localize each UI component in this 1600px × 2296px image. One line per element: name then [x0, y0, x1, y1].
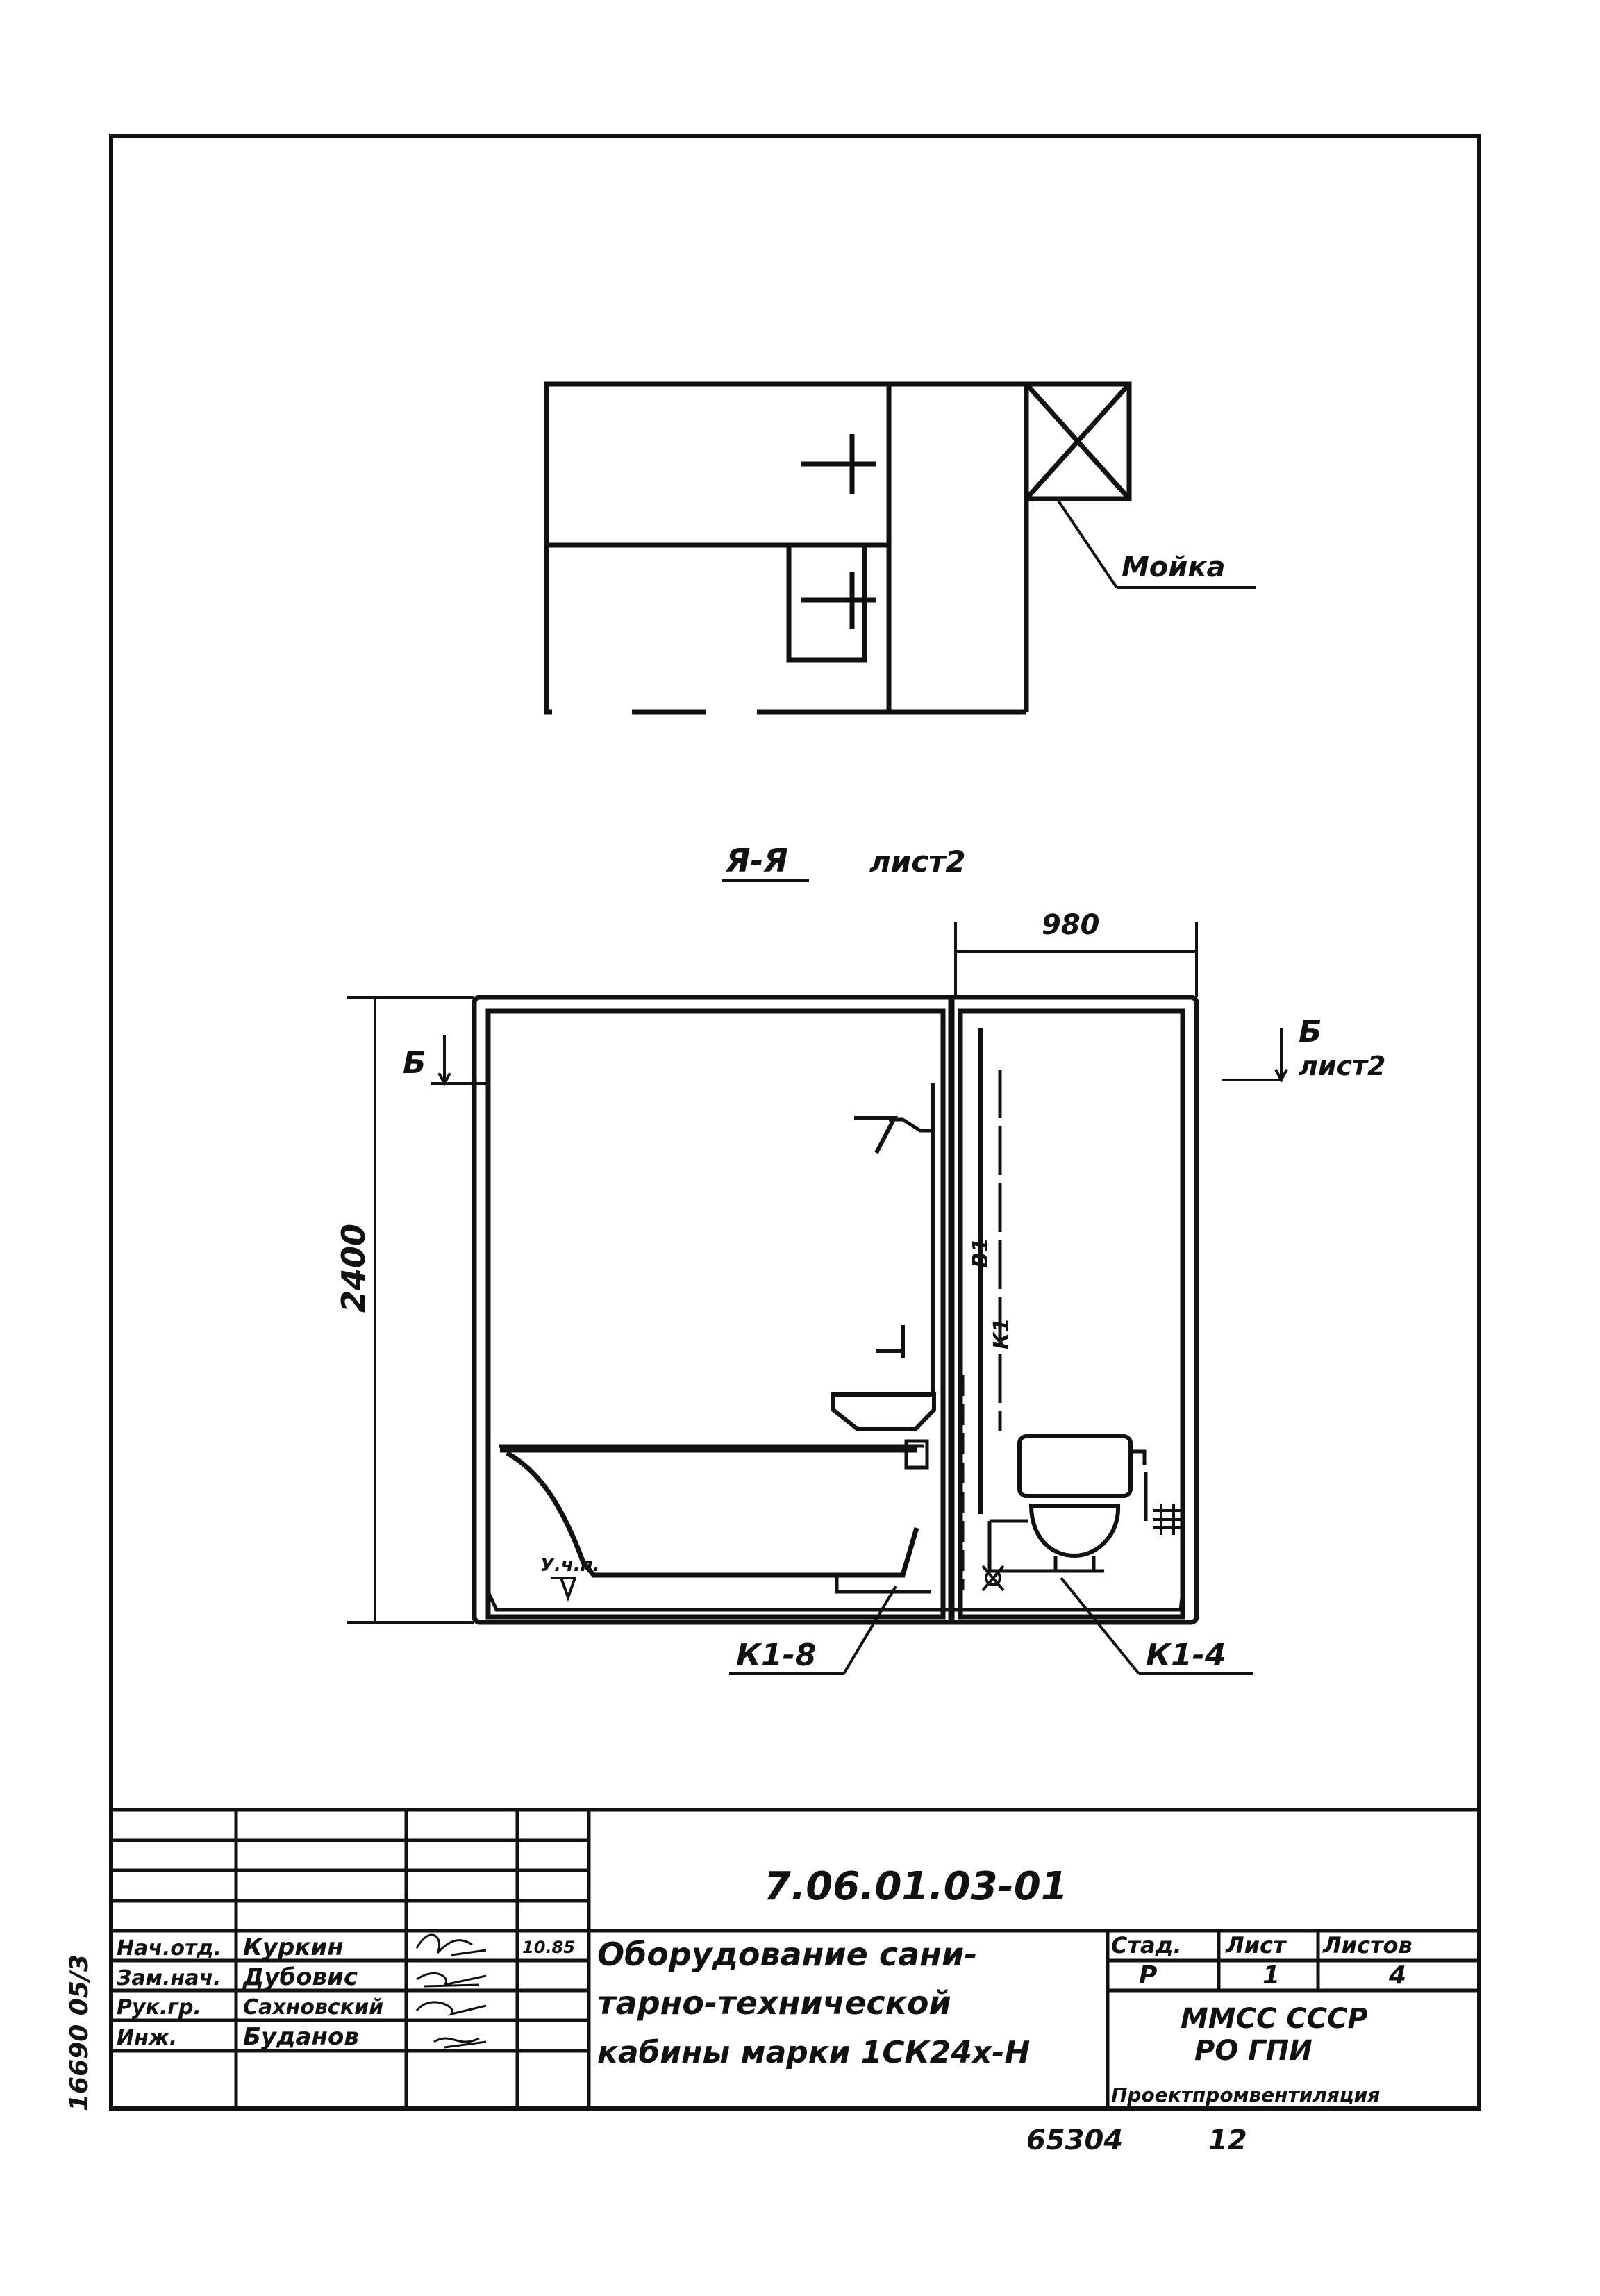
dim-height-label: 2400	[335, 1224, 372, 1313]
stage-label: Стад.	[1111, 1932, 1182, 1958]
title-line-3: кабины марки 1СК24х-Н	[597, 2035, 1030, 2070]
role-3: Рук.гр.	[117, 1995, 201, 2020]
title-line-2: тарно-технической	[597, 1984, 951, 2022]
doc-code: 7.06.01.03-01	[764, 1864, 1068, 1909]
plan-view	[544, 381, 1256, 715]
callout-k1-4: К1-4	[1146, 1638, 1226, 1673]
dim-width-label: 980	[1042, 909, 1100, 941]
toilet-compartment	[958, 1008, 1185, 1620]
drawing-frame	[109, 134, 1481, 2111]
cut-right-sheet: лист2	[1299, 1051, 1385, 1081]
role-4: Инж.	[117, 2026, 177, 2050]
name-1: Куркин	[243, 1933, 344, 1961]
title-line-1: Оборудование сани-	[597, 1936, 977, 1973]
plan-sink-box	[1024, 381, 1132, 501]
cut-left-letter: Б	[403, 1045, 426, 1081]
org-line-1: ММСС СССР	[1181, 2003, 1368, 2035]
sheet-value: 1	[1262, 1961, 1280, 1990]
name-4: Буданов	[243, 2023, 359, 2051]
dimension-lines	[347, 922, 1288, 1624]
washbasin	[831, 1392, 936, 1431]
role-1: Нач.отд.	[117, 1936, 222, 1961]
toilet-bowl	[1028, 1504, 1121, 1558]
toilet-cistern	[1017, 1434, 1133, 1498]
role-2: Зам.нач.	[116, 1966, 221, 1990]
cut-right-letter: Б	[1299, 1014, 1322, 1049]
floor-level-label: У.ч.п.	[540, 1555, 600, 1576]
floor-pan	[486, 1590, 1185, 1612]
callout-k1-8: К1-8	[736, 1638, 816, 1673]
section-title-mark: Я-Я	[725, 842, 788, 879]
bathtub	[500, 1447, 919, 1578]
sheets-label: Листов	[1322, 1932, 1412, 1958]
shower-head	[854, 1116, 898, 1154]
title-block-grid	[111, 1808, 1479, 2108]
name-2: Дубовис	[242, 1963, 358, 1991]
footer-number: 65304	[1026, 2124, 1123, 2156]
footer-sheet: 12	[1208, 2124, 1247, 2156]
section-view	[472, 995, 1199, 1625]
name-3: Сахновский	[243, 1995, 383, 2020]
callout-leaders	[729, 1577, 1253, 1675]
org-line-2: РО ГПИ	[1194, 2035, 1312, 2067]
signatures	[415, 1933, 487, 2049]
org-line-3: Проектпромвентиляция	[1111, 2083, 1380, 2106]
riser-b1-label: В1	[969, 1238, 993, 1268]
cabin-outer-shell	[472, 995, 1199, 1625]
sheet-label: Лист	[1225, 1932, 1288, 1958]
plan-sink-label: Мойка	[1122, 551, 1225, 583]
archive-number: 16690 05/3	[65, 1954, 94, 2111]
bath-compartment	[485, 1008, 946, 1620]
sheets-value: 4	[1388, 1961, 1406, 1990]
section-title-sheet: лист2	[869, 845, 966, 879]
stage-value: Р	[1139, 1961, 1157, 1990]
riser-k1-label: К1	[990, 1318, 1014, 1349]
date: 10.85	[522, 1938, 575, 1957]
plan-sink-leader	[1056, 497, 1118, 589]
